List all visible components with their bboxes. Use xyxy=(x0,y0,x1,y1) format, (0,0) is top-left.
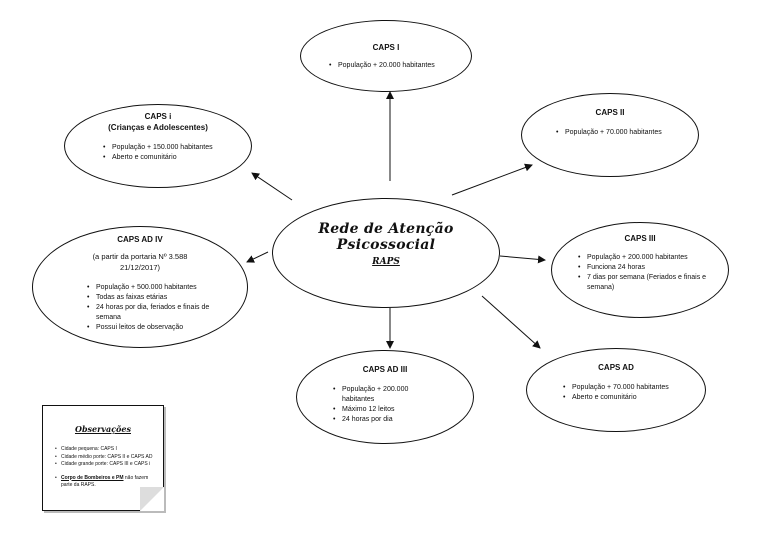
node-caps-ii-title: CAPS II xyxy=(595,108,625,117)
list-item: População + 200.000 habitantes xyxy=(578,253,710,263)
node-caps-iii-title: CAPS III xyxy=(624,234,656,243)
node-caps-ad-iii: CAPS AD III População + 200.000 habitant… xyxy=(296,350,474,444)
list-item: População + 20.000 habitantes xyxy=(329,61,459,71)
node-caps-ii: CAPS II População + 70.000 habitantes xyxy=(521,93,699,177)
center-node: Rede de Atenção Psicossocial RAPS xyxy=(272,198,500,308)
node-caps-i-infant: CAPS i (Crianças e Adolescentes) Populaç… xyxy=(64,104,252,188)
node-caps-ad-iv-subtitle: (a partir da portaria Nº 3.588 21/12/201… xyxy=(92,252,188,272)
note-extra-rest: não fazem parte da RAPS. xyxy=(61,474,149,489)
note-item: Cidade médio porte: CAPS II e CAPS AD xyxy=(55,454,159,462)
note-item: Corpo de Bombeiros e PM não fazem parte … xyxy=(55,475,159,490)
page-fold-icon xyxy=(140,487,164,511)
arrow-to-caps-ii xyxy=(451,163,533,196)
node-caps-i: CAPS I População + 20.000 habitantes xyxy=(300,20,472,92)
list-item: 24 horas por dia xyxy=(333,415,433,425)
list-item: Máximo 12 leitos xyxy=(333,405,433,415)
note-title: Observações xyxy=(74,424,131,434)
list-item: População + 150.000 habitantes xyxy=(103,143,221,153)
list-item: Aberto e comunitário xyxy=(103,153,221,163)
note-item: Cidade pequena: CAPS I xyxy=(55,446,159,454)
note-extra-bold: Corpo de Bombeiros e PM xyxy=(61,474,124,481)
center-title: Rede de Atenção Psicossocial xyxy=(318,221,454,253)
list-item: Possui leitos de observação xyxy=(87,323,223,333)
node-caps-ad: CAPS AD População + 70.000 habitantes Ab… xyxy=(526,348,706,432)
center-subtitle: RAPS xyxy=(372,257,400,267)
node-caps-ad-iii-title: CAPS AD III xyxy=(362,365,408,374)
list-item: 7 dias por semana (Feriados e finais e s… xyxy=(578,273,710,293)
list-item: Funciona 24 horas xyxy=(578,263,710,273)
node-caps-ad-iv: CAPS AD IV (a partir da portaria Nº 3.58… xyxy=(32,226,248,348)
arrow-to-caps-ad xyxy=(481,295,541,349)
node-caps-i-title: CAPS I xyxy=(372,43,400,52)
list-item: População + 70.000 habitantes xyxy=(556,128,692,138)
node-caps-ad-title: CAPS AD xyxy=(598,363,634,372)
node-caps-i-infant-title: CAPS i xyxy=(144,112,172,121)
arrow-to-caps-iii xyxy=(499,255,546,264)
list-item: População + 70.000 habitantes xyxy=(563,383,675,393)
list-item: População + 500.000 habitantes xyxy=(87,283,223,293)
arrow-to-caps-i-infant xyxy=(251,172,293,201)
node-caps-ad-iv-title: CAPS AD IV xyxy=(117,235,163,244)
list-item: 24 horas por dia, feriados e finais de s… xyxy=(87,303,223,323)
list-item: Aberto e comunitário xyxy=(563,393,675,403)
list-item: Todas as faixas etárias xyxy=(87,293,223,303)
node-caps-i-infant-subtitle: (Crianças e Adolescentes) xyxy=(108,123,208,132)
note-item: Cidade grande porte: CAPS III e CAPS i xyxy=(55,461,159,469)
arrow-to-caps-ad-iv xyxy=(246,251,269,263)
list-item: População + 200.000 habitantes xyxy=(333,385,433,405)
node-caps-iii: CAPS III População + 200.000 habitantes … xyxy=(551,222,729,318)
observations-note: Observações Cidade pequena: CAPS I Cidad… xyxy=(42,405,164,511)
